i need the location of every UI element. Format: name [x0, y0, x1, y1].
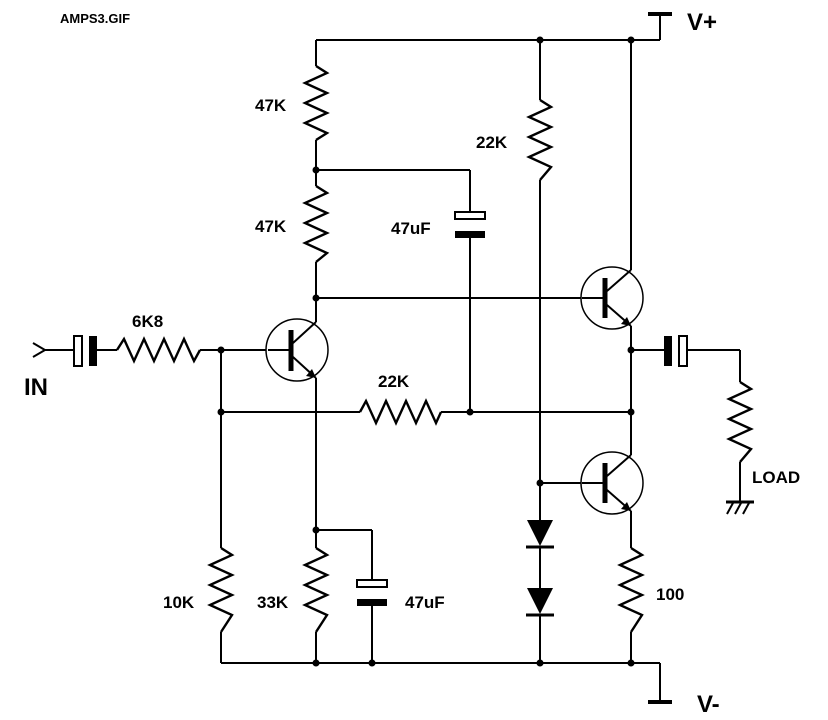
r-out-label: 100 — [656, 585, 684, 604]
resistor-load — [726, 380, 754, 463]
capacitor-47uf-bootstrap — [454, 211, 486, 238]
junction-dots — [217, 36, 635, 667]
capacitor-47uf-emitter — [356, 579, 388, 606]
r-feedback-label: 22K — [378, 372, 410, 391]
r-bias-low-label: 10K — [163, 593, 195, 612]
resistor-22k-feedback — [358, 398, 443, 426]
input-terminal-icon — [32, 342, 74, 358]
vplus-label: V+ — [687, 9, 717, 36]
r-top1-label: 47K — [255, 96, 287, 115]
resistor-22k-bias — [526, 98, 554, 181]
load-label: LOAD — [752, 468, 800, 487]
resistor-100 — [617, 546, 645, 633]
r-emitter-label: 33K — [257, 593, 289, 612]
title-label: AMPS3.GIF — [60, 11, 130, 26]
diode-upper-icon — [526, 520, 554, 549]
r-input-label: 6K8 — [132, 312, 163, 331]
resistor-33k — [302, 546, 330, 633]
resistor-47k-top — [302, 64, 330, 142]
vplus-terminal — [631, 12, 672, 41]
transistor-q1-icon — [265, 318, 329, 382]
resistor-10k — [207, 546, 235, 633]
r-vbias-label: 22K — [476, 133, 508, 152]
c-bootstrap-label: 47uF — [391, 219, 431, 238]
capacitor-input — [73, 335, 97, 367]
transistor-q3-icon — [580, 451, 644, 515]
vminus-terminal — [631, 662, 672, 704]
c-emitter-label: 47uF — [405, 593, 445, 612]
capacitor-output — [664, 335, 688, 367]
vminus-label: V- — [697, 691, 720, 718]
input-label: IN — [24, 374, 48, 401]
resistor-6k8 — [115, 336, 202, 364]
diode-lower-icon — [526, 588, 554, 617]
r-top2-label: 47K — [255, 217, 287, 236]
resistor-47k-lower — [302, 184, 330, 263]
transistor-q2-icon — [580, 266, 644, 330]
ground-icon — [726, 500, 754, 515]
